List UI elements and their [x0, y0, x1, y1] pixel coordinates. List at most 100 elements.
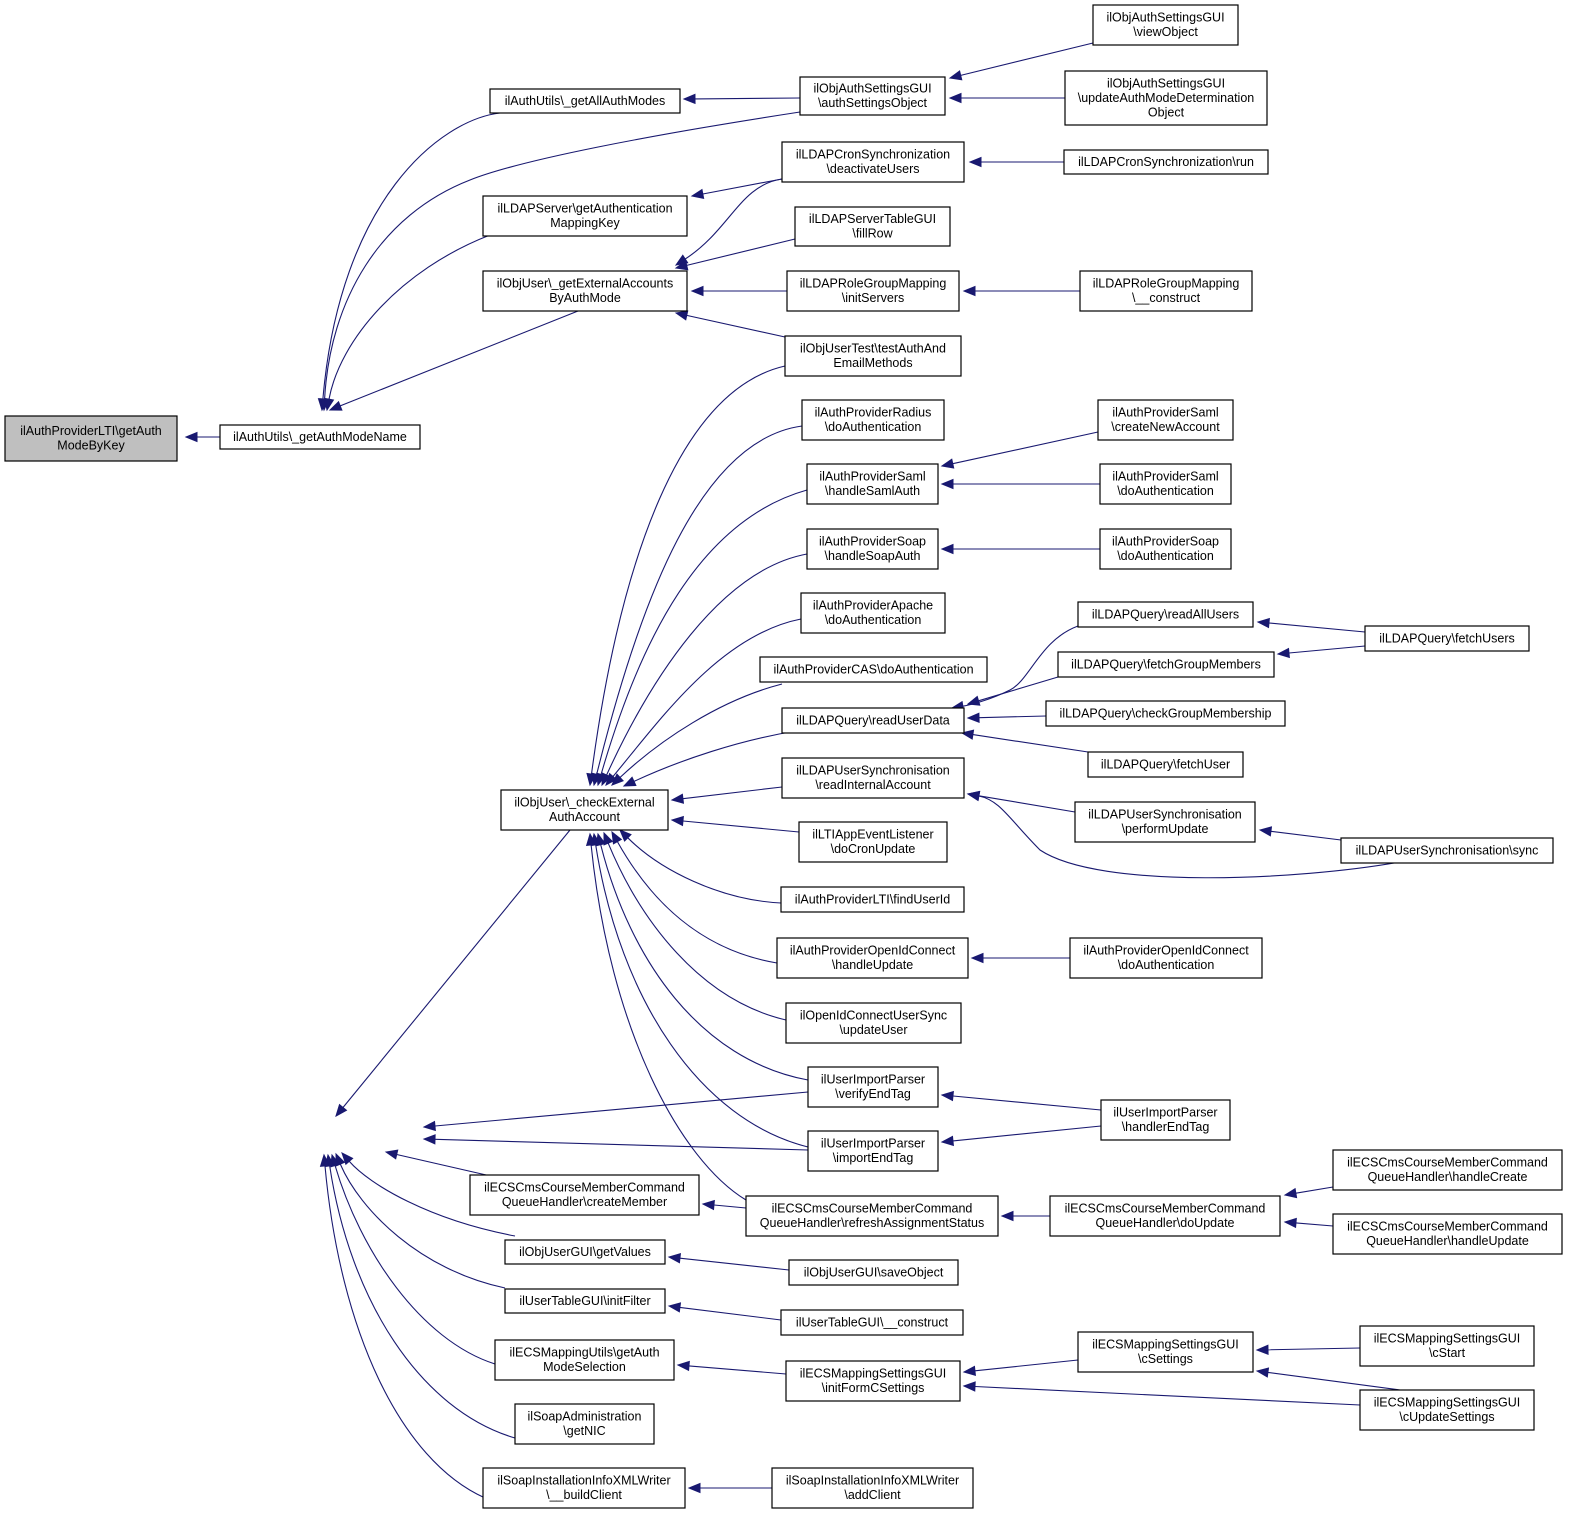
node-apacheDoAuth[interactable]: ilAuthProviderApache\doAuthentication	[800, 592, 946, 634]
node-oidcDoAuth[interactable]: ilAuthProviderOpenIdConnect\doAuthentica…	[1069, 937, 1263, 979]
node-box[interactable]	[806, 463, 939, 505]
node-samlCreate[interactable]: ilAuthProviderSaml\createNewAccount	[1097, 399, 1234, 441]
node-userTableConstruct[interactable]: ilUserTableGUI\__construct	[780, 1309, 964, 1336]
node-ecsInitForm[interactable]: ilECSMappingSettingsGUI\initFormCSetting…	[785, 1360, 961, 1402]
node-box[interactable]	[1074, 801, 1256, 843]
node-importEndTag[interactable]: ilUserImportParser\importEndTag	[807, 1130, 939, 1172]
node-ecsRefresh[interactable]: ilECSCmsCourseMemberCommandQueueHandler\…	[745, 1195, 999, 1237]
node-serverTableFillRow[interactable]: ilLDAPServerTableGUI\fillRow	[794, 206, 951, 247]
node-box[interactable]	[1332, 1213, 1563, 1255]
node-box[interactable]	[759, 656, 988, 683]
node-box[interactable]	[504, 1239, 666, 1265]
node-soapGetNIC[interactable]: ilSoapAdministration\getNIC	[514, 1403, 655, 1445]
node-oidcSync[interactable]: ilOpenIdConnectUserSync\updateUser	[785, 1002, 962, 1044]
node-cronDeactivate[interactable]: ilLDAPCronSynchronization\deactivateUser…	[781, 141, 965, 183]
node-box[interactable]	[1364, 625, 1530, 652]
node-readAllUsers[interactable]: ilLDAPQuery\readAllUsers	[1077, 601, 1254, 628]
node-box[interactable]	[1099, 463, 1232, 505]
node-ltiCron[interactable]: ilLTIAppEventListener\doCronUpdate	[798, 821, 948, 863]
node-box[interactable]	[1049, 1195, 1281, 1237]
node-box[interactable]	[801, 399, 945, 441]
node-box[interactable]	[784, 335, 962, 377]
node-box[interactable]	[482, 195, 688, 237]
node-casDoAuth[interactable]: ilAuthProviderCAS\doAuthentication	[759, 656, 988, 683]
node-box[interactable]	[781, 757, 965, 799]
node-box[interactable]	[504, 1288, 666, 1314]
node-box[interactable]	[469, 1174, 700, 1216]
node-box[interactable]	[1092, 4, 1239, 46]
node-box[interactable]	[1097, 399, 1234, 441]
node-soapAddClient[interactable]: ilSoapInstallationInfoXMLWriter\addClien…	[771, 1467, 974, 1509]
node-box[interactable]	[482, 270, 688, 312]
node-box[interactable]	[1077, 601, 1254, 628]
node-ecsCStart[interactable]: ilECSMappingSettingsGUI\cStart	[1359, 1325, 1535, 1367]
node-box[interactable]	[785, 1002, 962, 1044]
node-box[interactable]	[1359, 1389, 1535, 1431]
node-box[interactable]	[786, 270, 960, 312]
node-authSettingsObject[interactable]: ilObjAuthSettingsGUI\authSettingsObject	[799, 76, 946, 116]
node-box[interactable]	[494, 1339, 675, 1381]
node-ecsCSettings[interactable]: ilECSMappingSettingsGUI\cSettings	[1077, 1331, 1254, 1373]
node-ecsCreateMember[interactable]: ilECSCmsCourseMemberCommandQueueHandler\…	[469, 1174, 700, 1216]
node-box[interactable]	[800, 592, 946, 634]
node-roleGroupInit[interactable]: ilLDAPRoleGroupMapping\initServers	[786, 270, 960, 312]
node-cronRun[interactable]: ilLDAPCronSynchronization\run	[1063, 149, 1269, 175]
node-performUpdate[interactable]: ilLDAPUserSynchronisation\performUpdate	[1074, 801, 1256, 843]
node-fetchUser[interactable]: ilLDAPQuery\fetchUser	[1087, 751, 1244, 778]
node-box[interactable]	[1340, 837, 1554, 864]
node-box[interactable]	[1100, 1099, 1231, 1141]
node-readInternal[interactable]: ilLDAPUserSynchronisation\readInternalAc…	[781, 757, 965, 799]
node-getAuthModeName[interactable]: ilAuthUtils\_getAuthModeName	[219, 424, 421, 450]
node-samlDoAuth[interactable]: ilAuthProviderSaml\doAuthentication	[1099, 463, 1232, 505]
node-verifyEndTag[interactable]: ilUserImportParser\verifyEndTag	[807, 1066, 939, 1108]
node-radiusDoAuth[interactable]: ilAuthProviderRadius\doAuthentication	[801, 399, 945, 441]
node-box[interactable]	[785, 1360, 961, 1402]
node-oidcHandle[interactable]: ilAuthProviderOpenIdConnect\handleUpdate	[776, 937, 969, 979]
node-handlerEndTag[interactable]: ilUserImportParser\handlerEndTag	[1100, 1099, 1231, 1141]
node-ecsCUpdate[interactable]: ilECSMappingSettingsGUI\cUpdateSettings	[1359, 1389, 1535, 1431]
node-box[interactable]	[1045, 700, 1286, 727]
node-box[interactable]	[482, 1467, 686, 1509]
node-box[interactable]	[780, 1309, 964, 1336]
node-ltiFindUser[interactable]: ilAuthProviderLTI\findUserId	[780, 886, 965, 913]
node-box[interactable]	[500, 789, 669, 831]
node-box[interactable]	[781, 707, 965, 734]
node-soapHandle[interactable]: ilAuthProviderSoap\handleSoapAuth	[806, 528, 939, 570]
node-box[interactable]	[514, 1403, 655, 1445]
node-roleGroupConstruct[interactable]: ilLDAPRoleGroupMapping\__construct	[1079, 270, 1253, 312]
node-soapBuildClient[interactable]: ilSoapInstallationInfoXMLWriter\__buildC…	[482, 1467, 686, 1509]
node-box[interactable]	[807, 1066, 939, 1108]
node-fetchGroupMembers[interactable]: ilLDAPQuery\fetchGroupMembers	[1057, 651, 1275, 678]
node-checkGroupMembership[interactable]: ilLDAPQuery\checkGroupMembership	[1045, 700, 1286, 727]
node-samlHandle[interactable]: ilAuthProviderSaml\handleSamlAuth	[806, 463, 939, 505]
node-box[interactable]	[771, 1467, 974, 1509]
node-box[interactable]	[788, 1259, 959, 1286]
node-readUserData[interactable]: ilLDAPQuery\readUserData	[781, 707, 965, 734]
node-box[interactable]	[794, 206, 951, 247]
node-box[interactable]	[776, 937, 969, 979]
node-viewObject[interactable]: ilObjAuthSettingsGUI\viewObject	[1092, 4, 1239, 46]
node-box[interactable]	[806, 528, 939, 570]
node-box[interactable]	[1063, 149, 1269, 175]
node-box[interactable]	[1079, 270, 1253, 312]
node-box[interactable]	[1332, 1149, 1563, 1191]
node-box[interactable]	[1057, 651, 1275, 678]
node-updateAuthMode[interactable]: ilObjAuthSettingsGUI\updateAuthModeDeter…	[1064, 70, 1268, 126]
node-userGuiSave[interactable]: ilObjUserGUI\saveObject	[788, 1259, 959, 1286]
node-box[interactable]	[781, 141, 965, 183]
node-ecsDoUpdate[interactable]: ilECSCmsCourseMemberCommandQueueHandler\…	[1049, 1195, 1281, 1237]
node-syncSync[interactable]: ilLDAPUserSynchronisation\sync	[1340, 837, 1554, 864]
node-box[interactable]	[489, 88, 681, 114]
node-box[interactable]	[799, 76, 946, 116]
node-box[interactable]	[219, 424, 421, 450]
node-box[interactable]	[1087, 751, 1244, 778]
node-box[interactable]	[1099, 528, 1232, 570]
node-box[interactable]	[807, 1130, 939, 1172]
node-box[interactable]	[780, 886, 965, 913]
